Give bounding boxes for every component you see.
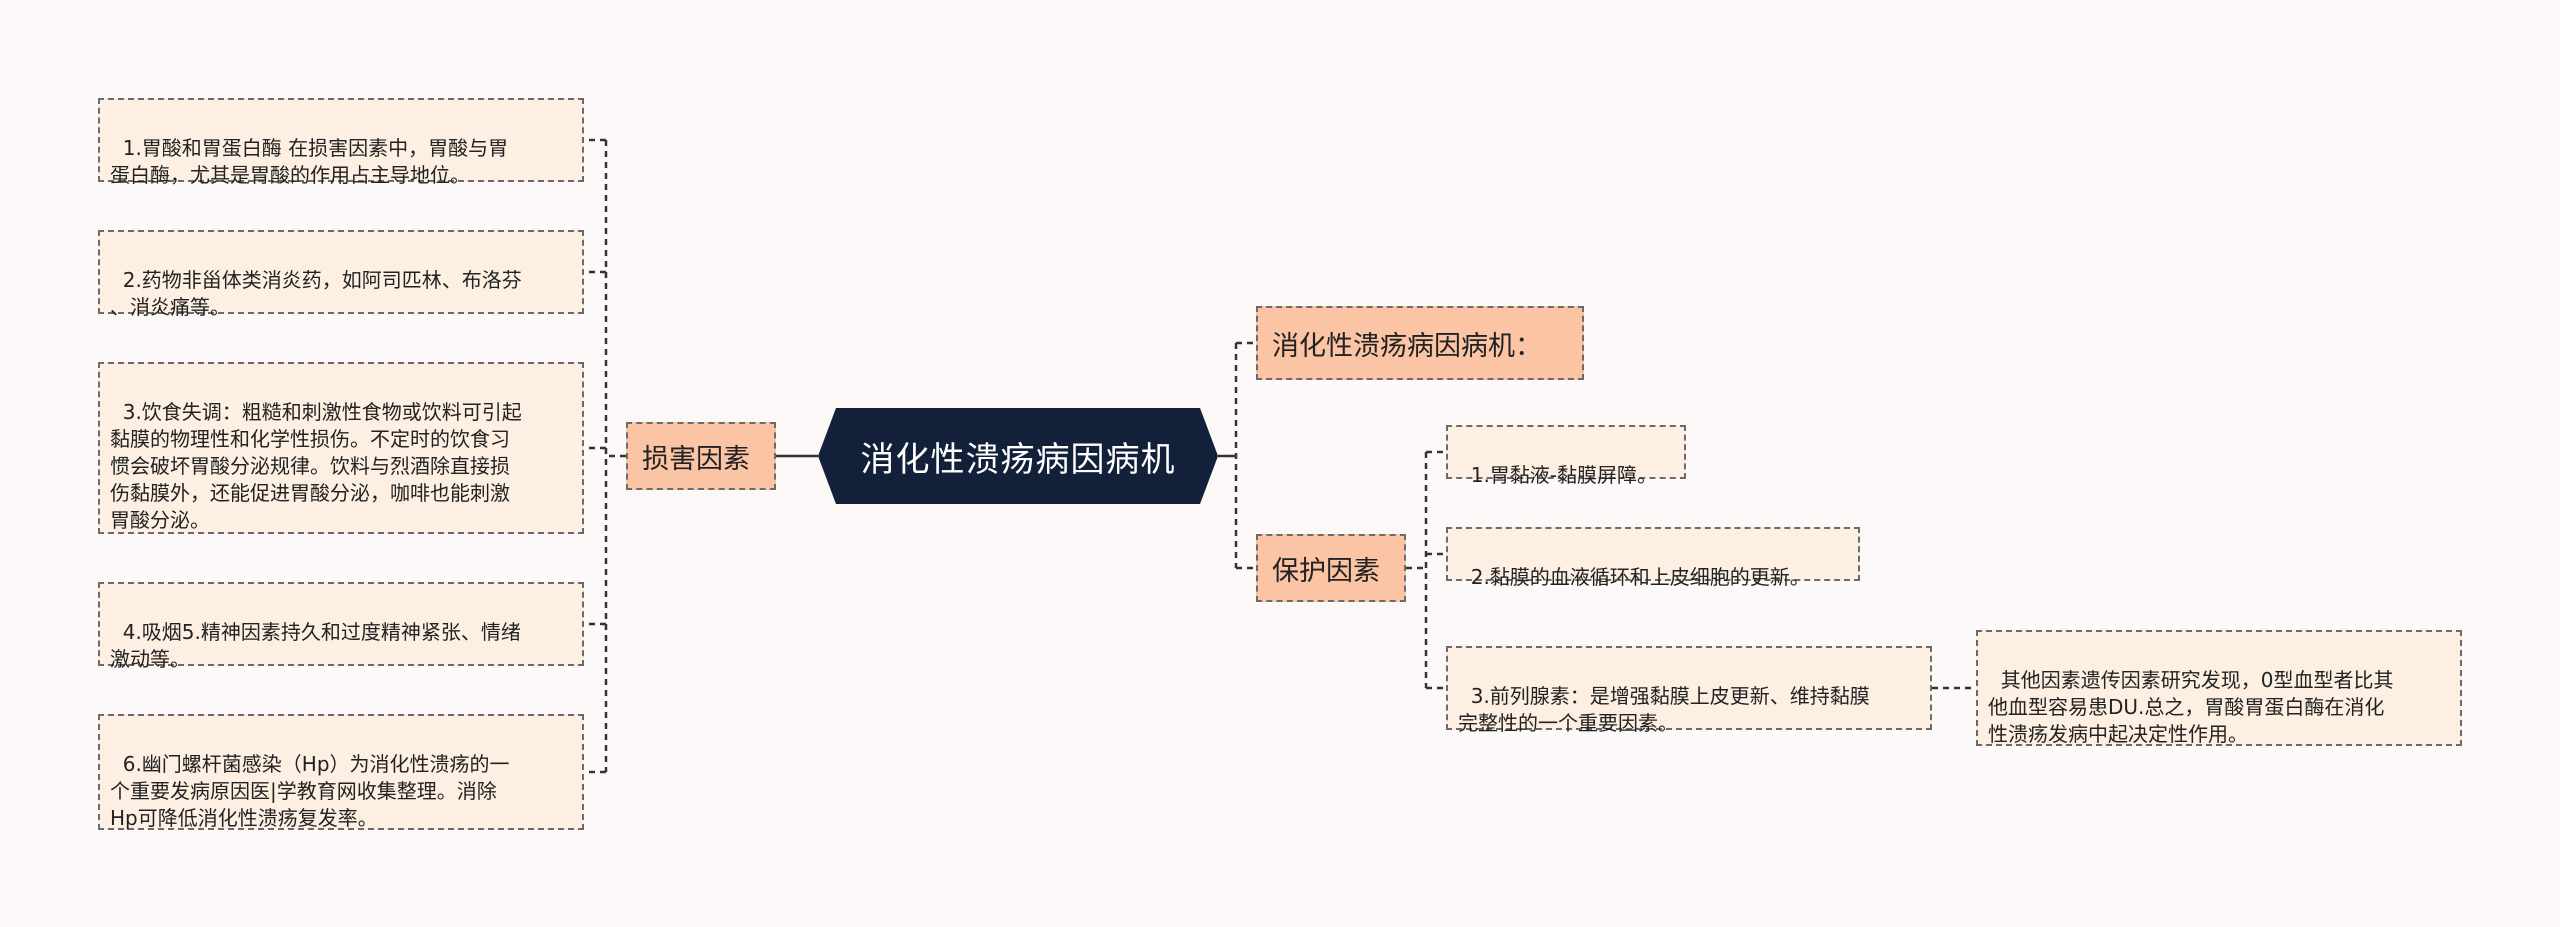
leaf-damage-1-text: 1.胃酸和胃蛋白酶 在损害因素中，胃酸与胃 蛋白酶，尤其是胃酸的作用占主导地位。 [110,136,509,187]
leaf-protect-1[interactable]: 1.胃黏液-黏膜屏障。 [1446,425,1686,487]
leaf-other-factors[interactable]: 其他因素遗传因素研究发现，0型血型者比其 他血型容易患DU.总之，胃酸胃蛋白酶在… [1976,630,2462,746]
leaf-damage-5[interactable]: 6.幽门螺杆菌感染（Hp）为消化性溃疡的一 个重要发病原因医|学教育网收集整理。… [98,714,584,830]
leaf-protect-2-text: 2.黏膜的血液循环和上皮细胞的更新。 [1470,565,1810,589]
leaf-damage-3[interactable]: 3.饮食失调：粗糙和刺激性食物或饮料可引起 黏膜的物理性和化学性损伤。不定时的饮… [98,362,584,534]
leaf-protect-3[interactable]: 3.前列腺素：是增强黏膜上皮更新、维持黏膜 完整性的一个重要因素。 [1446,646,1932,735]
leaf-other-factors-text: 其他因素遗传因素研究发现，0型血型者比其 他血型容易患DU.总之，胃酸胃蛋白酶在… [1988,668,2394,746]
leaf-damage-1[interactable]: 1.胃酸和胃蛋白酶 在损害因素中，胃酸与胃 蛋白酶，尤其是胃酸的作用占主导地位。 [98,98,584,187]
branch-protective-factors-label: 保护因素 [1272,555,1380,587]
leaf-protect-3-text: 3.前列腺素：是增强黏膜上皮更新、维持黏膜 完整性的一个重要因素。 [1458,684,1870,735]
branch-protective-factors[interactable]: 保护因素 [1256,534,1406,602]
branch-damage-factors-label: 损害因素 [642,443,750,475]
leaf-damage-4[interactable]: 4.吸烟5.精神因素持久和过度精神紧张、情绪 激动等。 [98,582,584,671]
branch-damage-factors[interactable]: 损害因素 [626,422,776,490]
central-topic[interactable]: 消化性溃疡病因病机 [818,408,1218,504]
leaf-damage-3-text: 3.饮食失调：粗糙和刺激性食物或饮料可引起 黏膜的物理性和化学性损伤。不定时的饮… [110,400,522,532]
leaf-damage-2[interactable]: 2.药物非甾体类消炎药，如阿司匹林、布洛芬 、消炎痛等。 [98,230,584,319]
leaf-damage-2-text: 2.药物非甾体类消炎药，如阿司匹林、布洛芬 、消炎痛等。 [110,268,522,319]
leaf-protect-1-text: 1.胃黏液-黏膜屏障。 [1470,463,1658,487]
branch-pathogenesis-heading[interactable]: 消化性溃疡病因病机： [1256,306,1584,380]
central-topic-label: 消化性溃疡病因病机 [860,439,1176,480]
branch-pathogenesis-heading-label: 消化性溃疡病因病机： [1272,330,1542,362]
leaf-damage-5-text: 6.幽门螺杆菌感染（Hp）为消化性溃疡的一 个重要发病原因医|学教育网收集整理。… [110,752,510,830]
leaf-protect-2[interactable]: 2.黏膜的血液循环和上皮细胞的更新。 [1446,527,1860,589]
leaf-damage-4-text: 4.吸烟5.精神因素持久和过度精神紧张、情绪 激动等。 [110,620,521,671]
